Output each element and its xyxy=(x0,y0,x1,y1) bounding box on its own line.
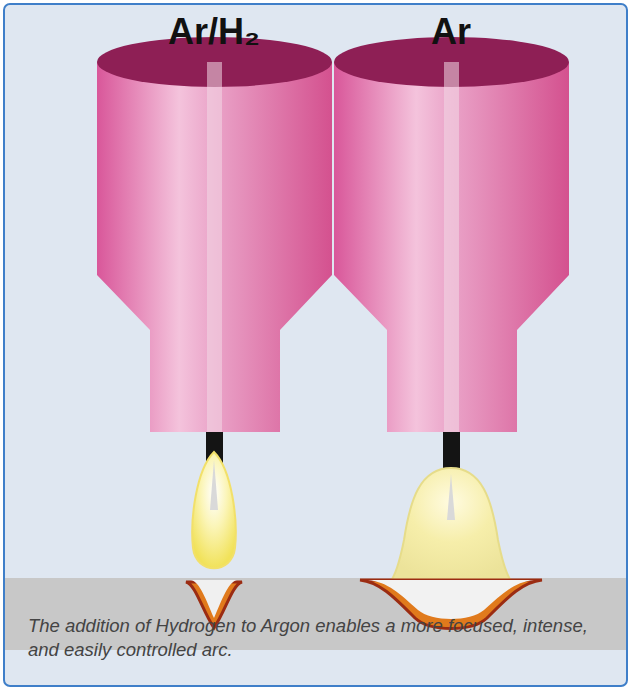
gas-label: Ar xyxy=(351,12,551,52)
torch-left xyxy=(97,37,332,628)
gas-label: Ar/H₂ xyxy=(114,12,314,52)
torch-right xyxy=(334,37,569,629)
figure-caption: The addition of Hydrogen to Argon enable… xyxy=(28,614,603,662)
